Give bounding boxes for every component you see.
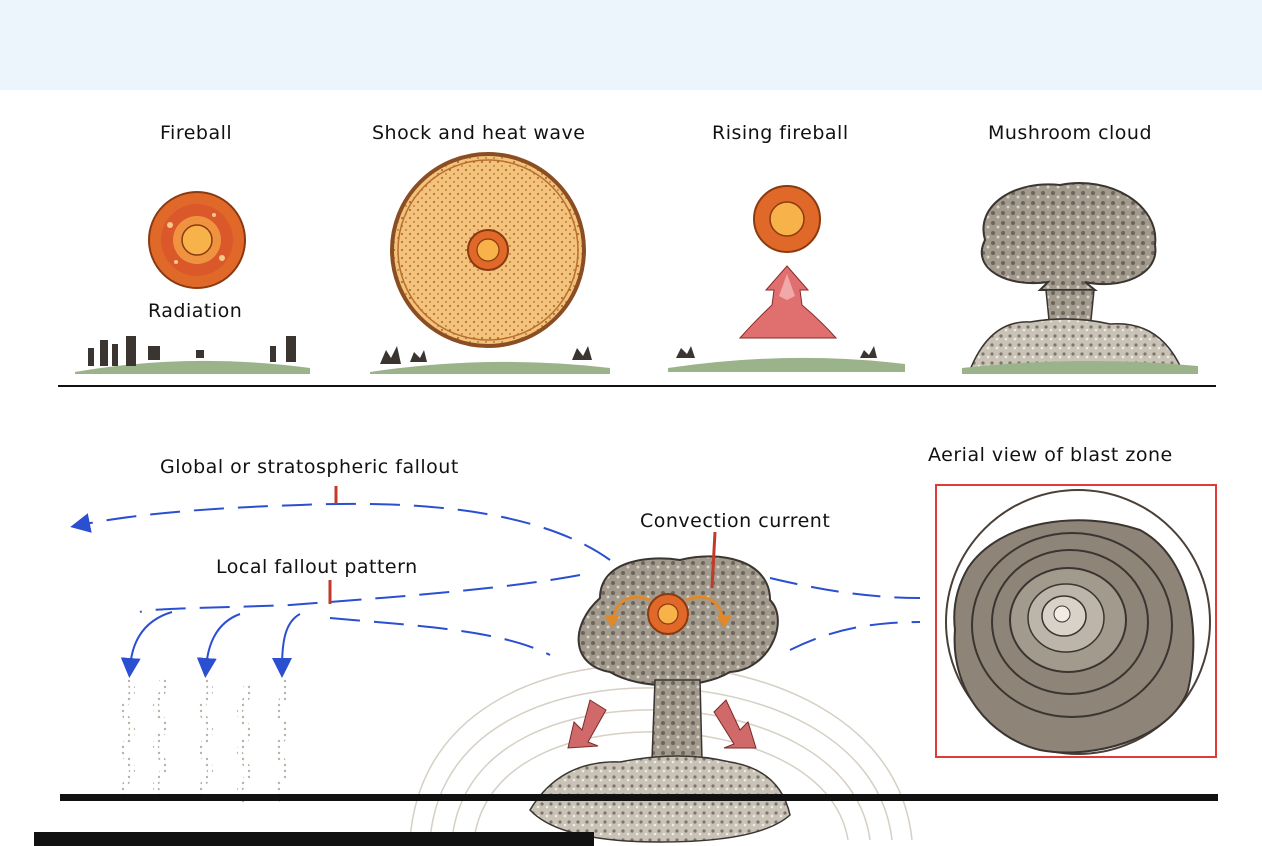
aerial-view-frame (936, 485, 1216, 757)
drift-lines (770, 578, 920, 650)
ground-1 (75, 336, 310, 374)
fireball-illustration (149, 192, 245, 288)
fallout-particles (124, 676, 286, 802)
global-fallout-path (80, 504, 610, 560)
rising-fireball-illustration (754, 186, 820, 252)
ground-3 (668, 346, 905, 372)
local-fallout-path (130, 575, 580, 668)
ground-2 (370, 346, 610, 374)
ground-line (60, 794, 1218, 801)
copyright-strip (34, 832, 594, 846)
shock-wave-illustration (392, 154, 584, 346)
mushroom-cloud-illustration (970, 183, 1182, 370)
rising-plume (740, 266, 836, 338)
